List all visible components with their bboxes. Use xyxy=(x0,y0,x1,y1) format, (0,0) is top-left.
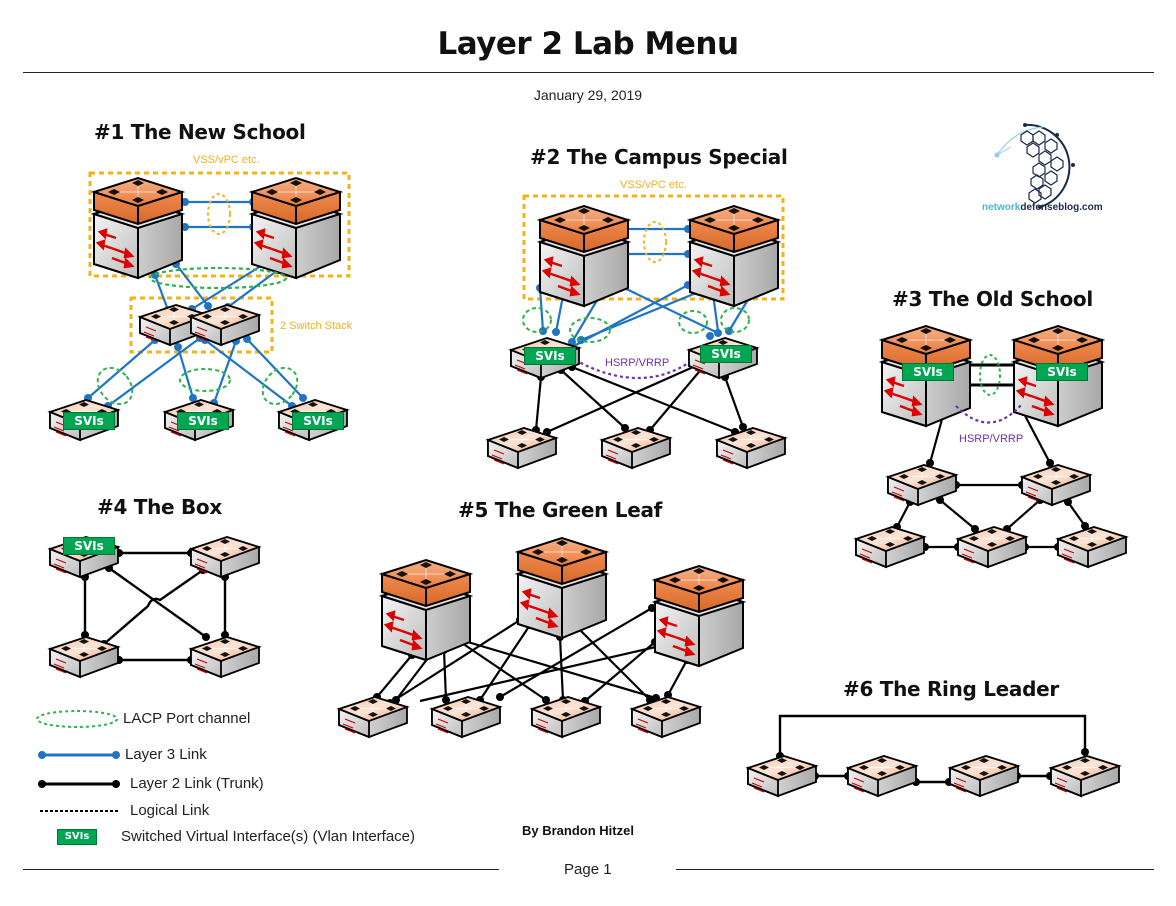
stack-note: 2 Switch Stack xyxy=(280,320,353,332)
svi-badge: SVIs xyxy=(524,347,576,365)
stack-boundary xyxy=(129,296,274,354)
legend-svi-label: Switched Virtual Interface(s) (Vlan Inte… xyxy=(121,828,416,845)
section-title-3: #3 The Old School xyxy=(892,287,1093,311)
svi-badge: SVIs xyxy=(63,412,115,430)
section-5-green-leaf xyxy=(338,536,745,738)
page-title: Layer 2 Lab Menu xyxy=(437,26,739,62)
page-number: Page 1 xyxy=(564,861,612,878)
svi-badge: SVIs xyxy=(292,412,344,430)
legend-lacp-label: LACP Port channel xyxy=(123,710,251,727)
hexagon-globe-icon xyxy=(994,123,1075,209)
lacp-ellipse xyxy=(148,266,288,290)
svi-badge-icon: SVIs xyxy=(57,829,97,845)
section-1-new-school xyxy=(49,171,351,441)
section-title-6: #6 The Ring Leader xyxy=(843,677,1059,701)
vss-boundary xyxy=(88,171,351,278)
hsrp-note-3: HSRP/VRRP xyxy=(959,433,1024,445)
svi-badge: SVIs xyxy=(63,537,115,555)
hsrp-note-2: HSRP/VRRP xyxy=(605,357,670,369)
svi-badge: SVIs xyxy=(1036,363,1088,381)
svi-badge: SVIs xyxy=(902,363,954,381)
svi-badge: SVIs xyxy=(700,345,752,363)
logo-text-part2: defenseblog.com xyxy=(1020,202,1103,213)
vss-note-2: VSS/vPC etc. xyxy=(620,179,687,191)
legend-layer2-label: Layer 2 Link (Trunk) xyxy=(130,775,264,792)
legend-layer3-label: Layer 3 Link xyxy=(125,746,207,763)
section-title-1: #1 The New School xyxy=(94,120,306,144)
author-byline: By Brandon Hitzel xyxy=(522,823,634,838)
hsrp-logical-link xyxy=(574,359,691,380)
footer-divider-right xyxy=(676,869,1154,870)
footer-divider-left xyxy=(23,869,499,870)
legend-symbols xyxy=(36,710,120,812)
document-date: January 29, 2019 xyxy=(533,87,643,103)
section-title-2: #2 The Campus Special xyxy=(530,145,788,169)
vss-link-ellipse xyxy=(207,193,231,235)
legend-logical-label: Logical Link xyxy=(130,802,210,819)
svi-badge: SVIs xyxy=(177,412,229,430)
header-divider xyxy=(23,72,1154,73)
layer2-link-icon xyxy=(38,780,120,788)
section-4-box xyxy=(49,536,260,678)
section-title-5: #5 The Green Leaf xyxy=(458,498,663,522)
section-2-campus-special xyxy=(487,194,786,469)
section-title-4: #4 The Box xyxy=(97,495,222,519)
section-3-old-school xyxy=(855,324,1127,568)
logo-text: networkdefenseblog.com xyxy=(982,202,1103,213)
vss-note-1: VSS/vPC etc. xyxy=(193,154,260,166)
layer3-link-icon xyxy=(38,751,120,759)
logo-text-part1: network xyxy=(982,202,1021,213)
section-6-ring-leader xyxy=(747,714,1120,797)
lacp-ellipse-icon xyxy=(36,710,118,728)
